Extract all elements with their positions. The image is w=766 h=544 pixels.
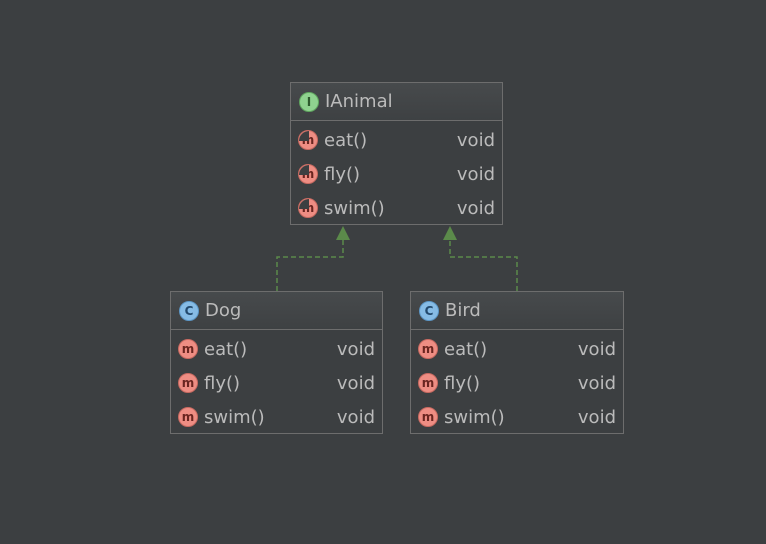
bird-header: C Bird <box>411 292 623 330</box>
ianimal-name: IAnimal <box>325 91 393 112</box>
dog-methods: m eat() void m fly() void m swim() void <box>171 330 382 434</box>
abstract-method-icon: m <box>298 164 318 184</box>
bird-name: Bird <box>445 300 481 321</box>
method-name: fly() <box>204 372 241 394</box>
abstract-method-icon: m <box>298 130 318 150</box>
method-icon: m <box>178 373 198 393</box>
bird-method-swim[interactable]: m swim() void <box>411 400 623 434</box>
method-name: eat() <box>324 129 368 151</box>
dog-method-fly[interactable]: m fly() void <box>171 366 382 400</box>
dog-implements-ianimal-edge <box>276 238 344 291</box>
bird-method-eat[interactable]: m eat() void <box>411 332 623 366</box>
ianimal-method-fly[interactable]: m fly() void <box>291 157 502 191</box>
bird-implements-ianimal-edge <box>449 238 518 291</box>
method-icon: m <box>178 339 198 359</box>
ianimal-methods: m eat() void m fly() void m swim() void <box>291 121 502 225</box>
ianimal-method-swim[interactable]: m swim() void <box>291 191 502 225</box>
dog-edge-arrowhead <box>336 226 350 240</box>
method-return-type: void <box>456 197 495 219</box>
method-icon: m <box>418 339 438 359</box>
dog-method-eat[interactable]: m eat() void <box>171 332 382 366</box>
ianimal-method-eat[interactable]: m eat() void <box>291 123 502 157</box>
method-name: swim() <box>204 406 265 428</box>
method-return-type: void <box>577 406 616 428</box>
abstract-method-icon: m <box>298 198 318 218</box>
bird-method-fly[interactable]: m fly() void <box>411 366 623 400</box>
ianimal-interface-node[interactable]: I IAnimal m eat() void m fly() void m sw… <box>290 82 503 225</box>
method-icon: m <box>178 407 198 427</box>
method-name: eat() <box>444 338 488 360</box>
class-icon: C <box>179 300 199 321</box>
method-name: swim() <box>324 197 385 219</box>
method-return-type: void <box>456 163 495 185</box>
dog-method-swim[interactable]: m swim() void <box>171 400 382 434</box>
method-return-type: void <box>456 129 495 151</box>
method-icon: m <box>418 373 438 393</box>
method-return-type: void <box>577 372 616 394</box>
method-name: fly() <box>444 372 481 394</box>
ianimal-header: I IAnimal <box>291 83 502 121</box>
interface-icon: I <box>299 91 319 112</box>
method-return-type: void <box>577 338 616 360</box>
bird-methods: m eat() void m fly() void m swim() void <box>411 330 623 434</box>
method-name: eat() <box>204 338 248 360</box>
method-icon: m <box>418 407 438 427</box>
dog-header: C Dog <box>171 292 382 330</box>
dog-name: Dog <box>205 300 242 321</box>
method-name: swim() <box>444 406 505 428</box>
bird-class-node[interactable]: C Bird m eat() void m fly() void m swim(… <box>410 291 624 434</box>
method-return-type: void <box>336 372 375 394</box>
method-return-type: void <box>336 406 375 428</box>
class-icon: C <box>419 300 439 321</box>
dog-class-node[interactable]: C Dog m eat() void m fly() void m swim()… <box>170 291 383 434</box>
bird-edge-arrowhead <box>443 226 457 240</box>
method-name: fly() <box>324 163 361 185</box>
method-return-type: void <box>336 338 375 360</box>
